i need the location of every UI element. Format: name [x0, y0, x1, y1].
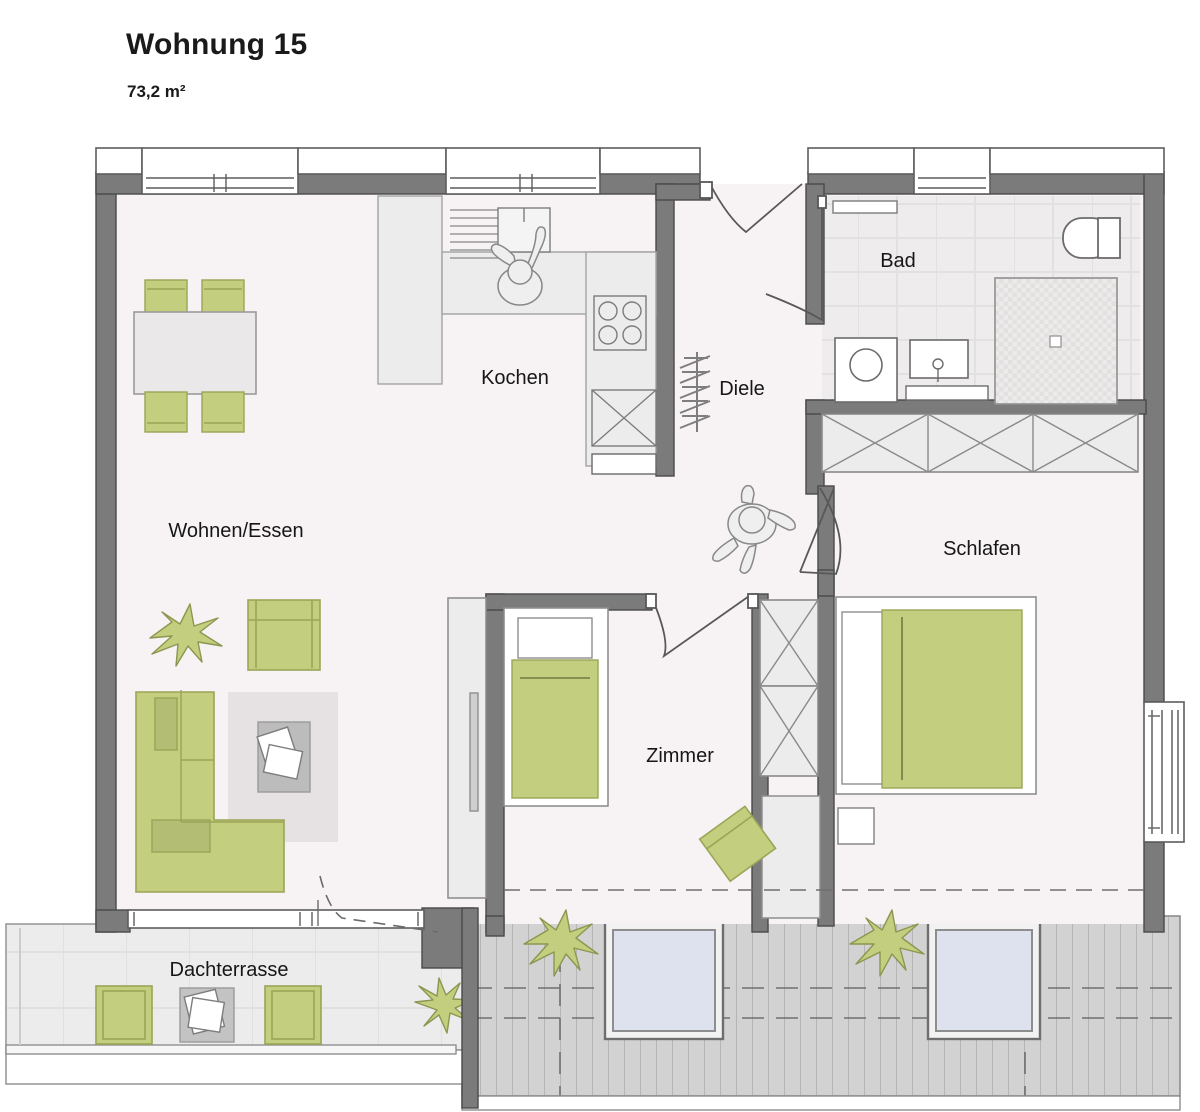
door-bad[interactable]	[765, 195, 827, 322]
dachterrasse-area	[5, 923, 465, 1085]
bath-shower	[994, 277, 1118, 405]
person-figure-hallway	[712, 484, 796, 574]
room-wardrobe	[759, 599, 819, 777]
kitchen-upper-cabinet	[450, 209, 504, 259]
door-schlafen[interactable]	[799, 487, 842, 575]
room-bed	[503, 607, 609, 807]
area-subtitle: 73,2 m²	[127, 82, 186, 101]
bedroom-bed	[835, 596, 1037, 795]
bath-sink	[905, 339, 989, 401]
person-figure-kitchen	[490, 226, 547, 306]
terrace-plant	[414, 977, 474, 1034]
room-chair	[698, 805, 777, 883]
page-title: Wohnung 15	[126, 28, 308, 61]
kitchen-base-cabinet	[591, 453, 657, 475]
bedroom-nightstand	[837, 807, 875, 845]
room-label-wohnen: Wohnen/Essen	[168, 520, 303, 542]
terrace-chair-left	[95, 985, 153, 1045]
room-label-zimmer: Zimmer	[646, 745, 714, 767]
kitchen-dishwasher	[591, 389, 657, 447]
dining-set	[133, 279, 257, 433]
living-tall-cabinet	[447, 597, 487, 899]
living-sofa	[135, 690, 285, 893]
skylight-left	[603, 920, 725, 1041]
window-right	[1143, 701, 1185, 843]
plant-zimmer-terrace	[523, 909, 599, 977]
living-armchair	[247, 599, 321, 671]
bath-closet	[821, 413, 1139, 473]
bath-toilet	[1062, 217, 1121, 259]
terrace-chair-right	[264, 985, 322, 1045]
room-label-schlafen: Schlafen	[943, 538, 1021, 560]
door-zimmer[interactable]	[645, 593, 759, 659]
plant-schlafen-terrace	[849, 909, 925, 977]
stair-symbol	[679, 352, 711, 432]
skylight-right	[926, 920, 1042, 1041]
door-entrance[interactable]	[699, 181, 803, 234]
room-desk	[761, 795, 821, 919]
living-coffee-table	[256, 721, 311, 793]
terrace-sliding-door[interactable]	[127, 875, 439, 933]
kitchen-stove	[593, 295, 647, 351]
living-plant	[149, 603, 223, 667]
room-label-diele: Diele	[719, 378, 765, 400]
room-labels: Wohnen/Essen Kochen Diele Bad Schlafen Z…	[168, 250, 1021, 981]
room-label-dachterrasse: Dachterrasse	[170, 959, 289, 981]
bath-shelf	[832, 200, 898, 214]
window-band-top	[95, 147, 1165, 195]
bath-washer	[834, 337, 898, 403]
room-label-kochen: Kochen	[481, 367, 549, 389]
terrace-table	[179, 987, 235, 1043]
room-label-bad: Bad	[880, 250, 916, 272]
roof-deck-area	[461, 915, 1181, 1111]
